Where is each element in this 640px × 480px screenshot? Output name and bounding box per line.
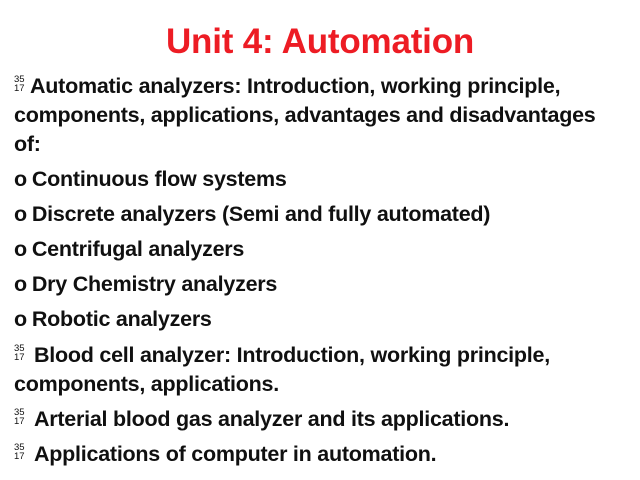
tofu-bullet-top-digits: 35 xyxy=(14,73,25,85)
bullet-text: Arterial blood gas analyzer and its appl… xyxy=(34,407,510,431)
bullet-item: 35 17 Arterial blood gas analyzer and it… xyxy=(14,405,626,434)
tofu-bullet-bottom-digits: 17 xyxy=(14,416,25,427)
bullet-text: Continuous flow systems xyxy=(31,167,287,191)
sub-bullet-icon: o xyxy=(14,237,27,261)
sub-bullet-icon: o xyxy=(14,202,27,226)
bullet-text: Centrifugal analyzers xyxy=(31,237,245,261)
slide-title: Unit 4: Automation xyxy=(165,22,475,61)
bullet-text: Dry Chemistry analyzers xyxy=(31,272,278,296)
tofu-bullet-bottom-digits: 17 xyxy=(14,451,25,462)
tofu-bullet-icon: 35 17 xyxy=(14,441,29,463)
bullet-text: Robotic analyzers xyxy=(31,307,212,331)
bullet-item: 35 17 Blood cell analyzer: Introduction,… xyxy=(14,341,626,399)
bullet-text: Blood cell analyzer: Introduction, worki… xyxy=(14,343,550,396)
bullet-text: Discrete analyzers (Semi and fully autom… xyxy=(31,202,491,226)
sub-bullet-icon: o xyxy=(14,167,27,191)
tofu-bullet-top-digits: 35 xyxy=(14,342,25,354)
sub-bullet-icon: o xyxy=(14,272,27,296)
tofu-bullet-icon: 35 17 xyxy=(14,342,29,364)
bullet-item: 35 17 Applications of computer in automa… xyxy=(14,440,626,469)
tofu-bullet-icon: 35 17 xyxy=(14,406,29,428)
tofu-bullet-bottom-digits: 17 xyxy=(14,83,25,94)
tofu-bullet-top-digits: 35 xyxy=(14,441,25,453)
tofu-bullet-icon: 35 17 xyxy=(14,73,29,95)
slide-body: 35 17 Automatic analyzers: Introduction,… xyxy=(14,72,626,469)
bullet-text: Applications of computer in automation. xyxy=(34,442,437,466)
sub-bullet-icon: o xyxy=(14,307,27,331)
tofu-bullet-bottom-digits: 17 xyxy=(14,352,25,363)
tofu-bullet-top-digits: 35 xyxy=(14,406,25,418)
bullet-text: Automatic analyzers: Introduction, worki… xyxy=(14,74,596,156)
bullet-item: 35 17 Automatic analyzers: Introduction,… xyxy=(14,72,626,159)
